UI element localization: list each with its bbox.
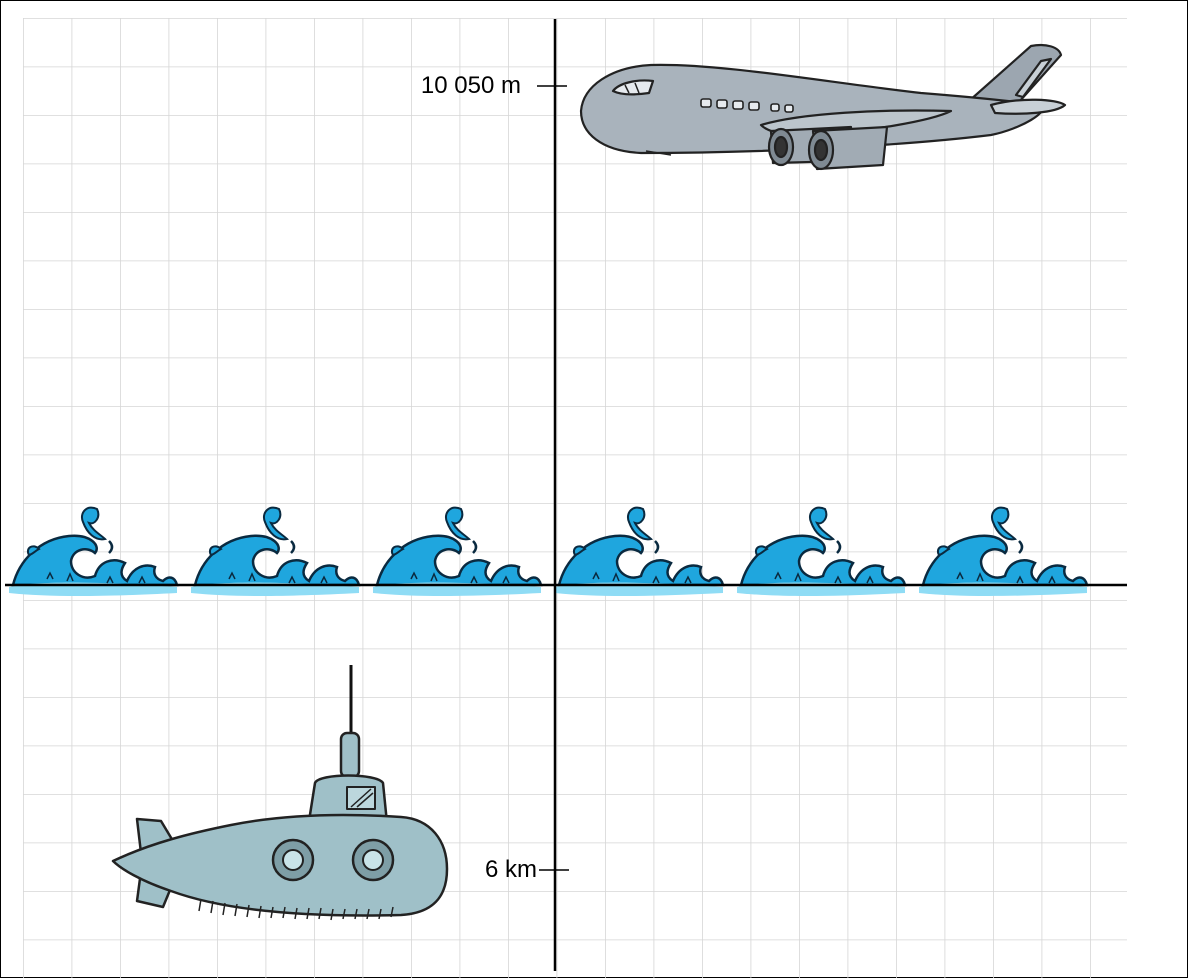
airplane-icon xyxy=(579,43,1067,171)
grid-background xyxy=(23,18,1127,978)
plane-altitude-label: 10 050 m xyxy=(420,72,521,99)
submarine-icon xyxy=(111,665,449,921)
submarine-depth-label: 6 km xyxy=(484,856,537,883)
